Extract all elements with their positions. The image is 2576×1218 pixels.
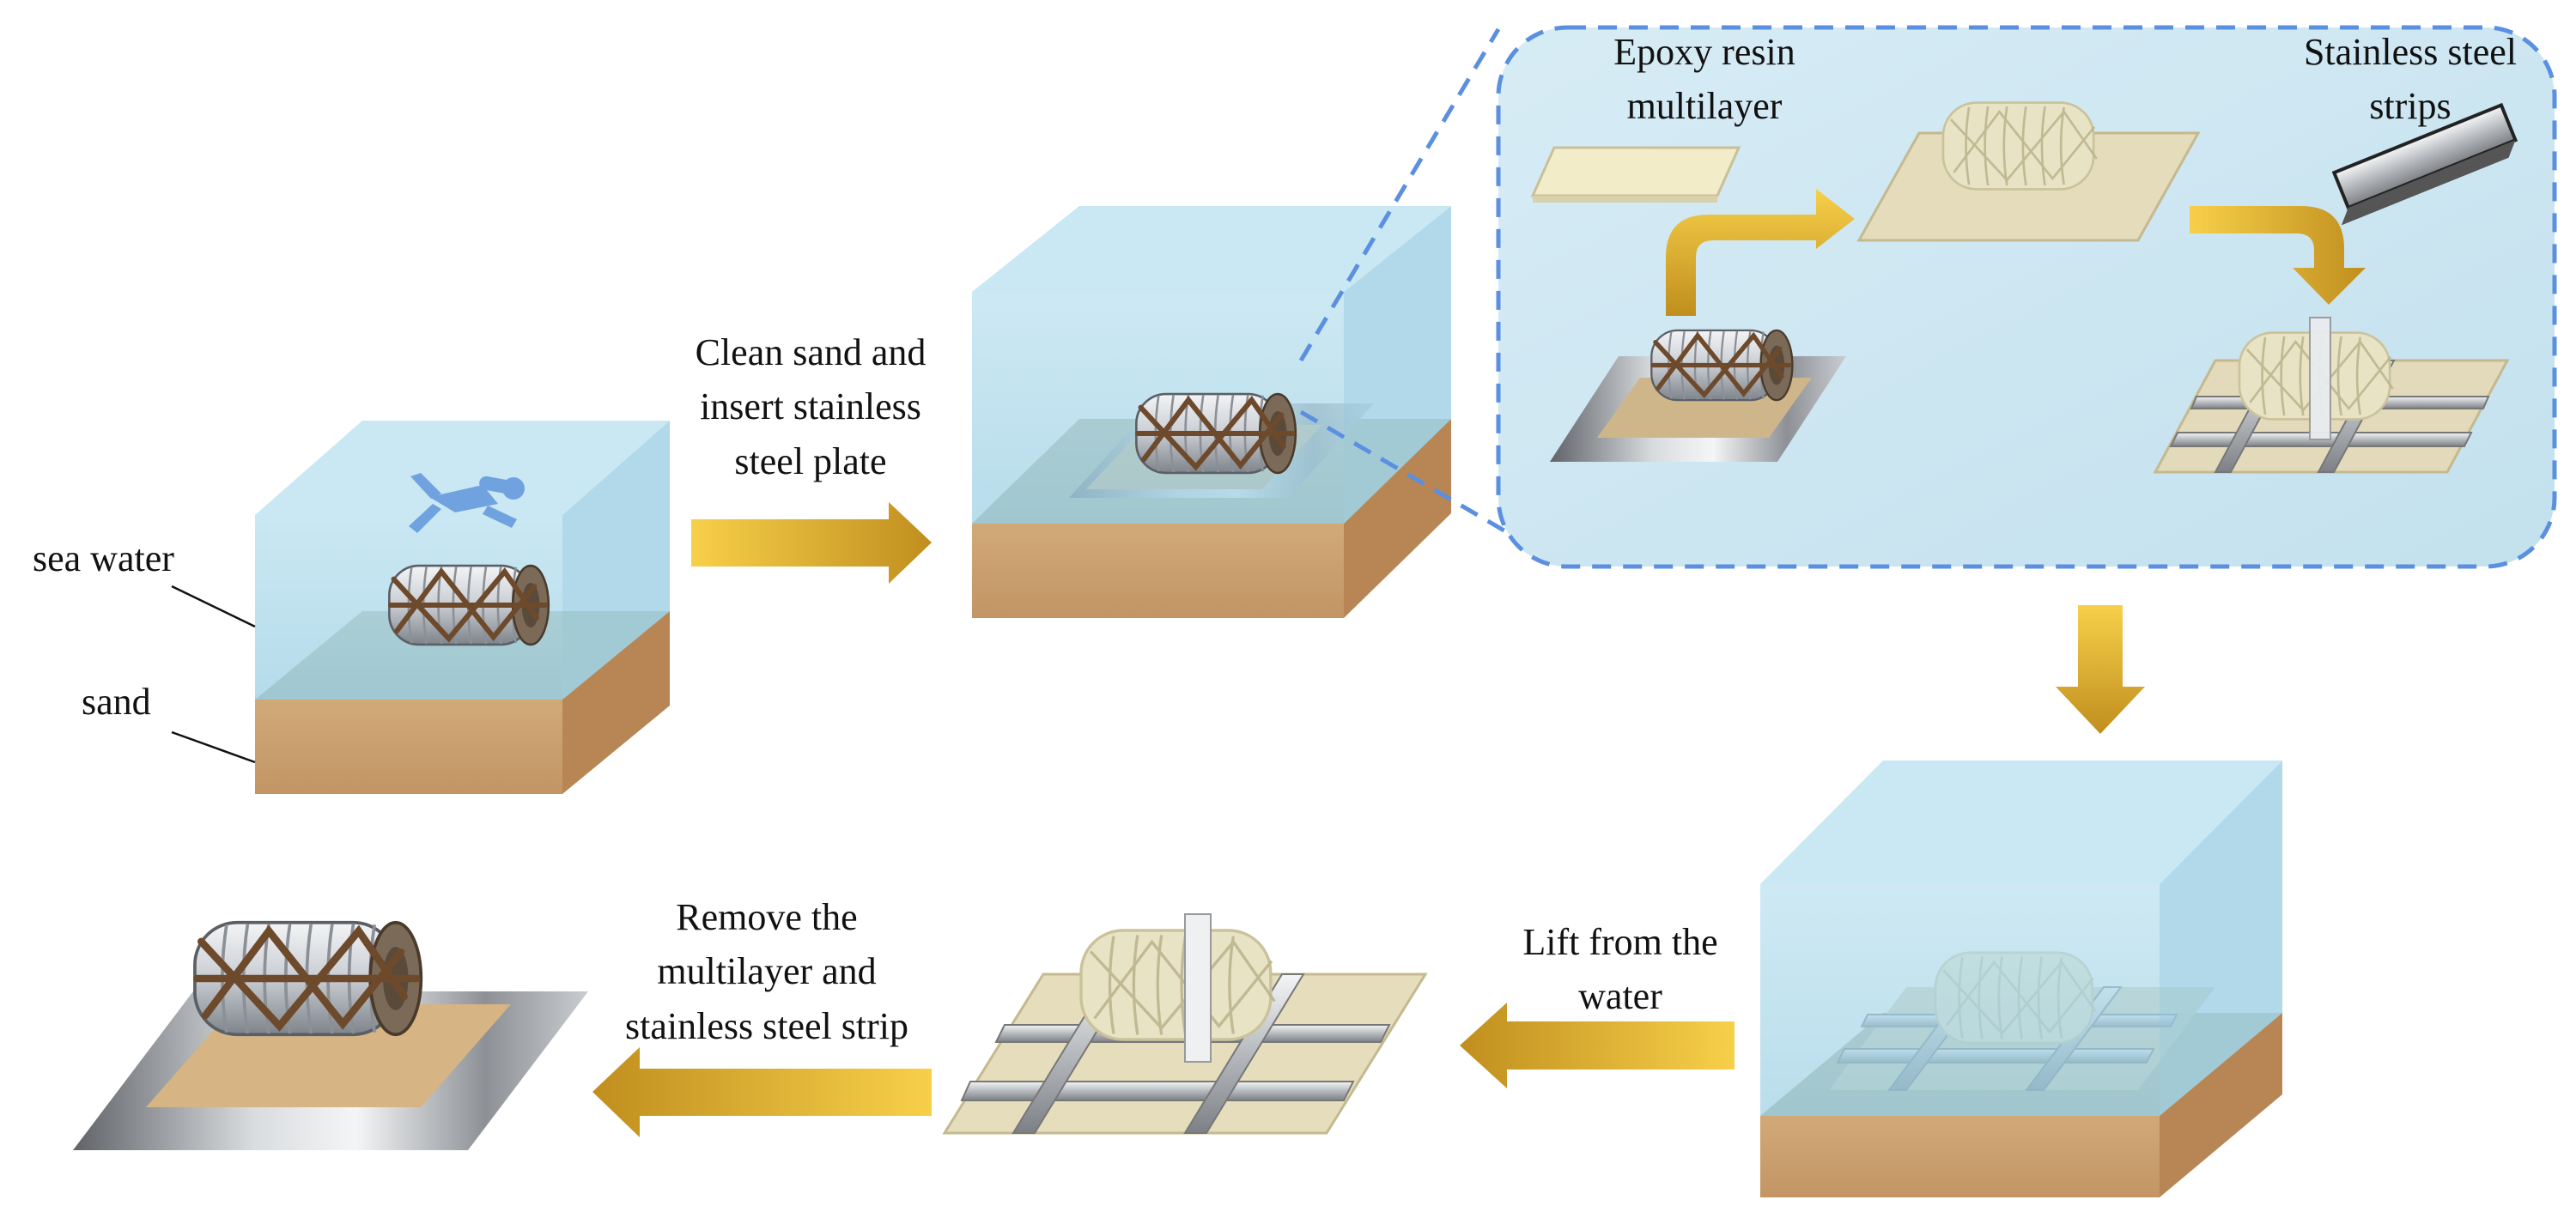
steel-strip-icon: [2331, 102, 2518, 226]
epoxy-bundle-icon: [1079, 929, 1277, 1041]
cable-bundle-icon: [389, 566, 548, 645]
svg-text:insert stainless: insert stainless: [700, 385, 921, 427]
arrow-remove: [592, 1047, 932, 1137]
zoom-line-top: [1298, 27, 1501, 362]
label-sand: sand: [82, 681, 151, 723]
svg-text:steel plate: steel plate: [734, 440, 886, 482]
svg-text:Stainless steel: Stainless steel: [2304, 31, 2517, 73]
block-plate-inserted: [972, 206, 1451, 618]
label-epoxy: Epoxy resin multilayer: [1613, 31, 1795, 127]
label-sea-water: sea water: [33, 537, 174, 579]
arrow-zoom-1: [1666, 189, 1855, 316]
arrow-down: [2056, 605, 2145, 734]
arrow-zoom-2: [2190, 206, 2366, 305]
zoom-panel: [1496, 25, 2557, 569]
final-result: [73, 923, 588, 1150]
cable-bundle-icon: [195, 923, 421, 1034]
epoxy-sheet-icon: [1530, 146, 1741, 197]
label-strips: Stainless steel strips: [2304, 31, 2517, 127]
cable-bundle-icon: [1651, 330, 1792, 400]
svg-text:multilayer and: multilayer and: [657, 950, 876, 992]
svg-text:multilayer: multilayer: [1627, 85, 1783, 127]
label-lift: Lift from the water: [1522, 921, 1717, 1017]
cable-bundle-icon: [1136, 394, 1295, 473]
epoxy-bundle-icon: [1941, 101, 2099, 191]
svg-text:strips: strips: [2369, 85, 2451, 127]
svg-text:water: water: [1578, 975, 1662, 1017]
svg-text:Clean sand and: Clean sand and: [696, 331, 927, 373]
block-strips-underwater: [1760, 760, 2282, 1197]
sea-water-leader: [171, 585, 256, 628]
lifted-assembly: [942, 913, 1428, 1135]
svg-text:Remove the: Remove the: [676, 896, 857, 938]
svg-text:Lift from the: Lift from the: [1522, 921, 1717, 963]
arrow-lift: [1460, 1003, 1735, 1088]
svg-text:Epoxy resin: Epoxy resin: [1613, 31, 1795, 73]
svg-text:stainless steel strip: stainless steel strip: [625, 1005, 908, 1047]
label-step1: Clean sand and insert stainless steel pl…: [696, 331, 927, 482]
sand-leader: [171, 730, 256, 764]
label-remove: Remove the multilayer and stainless stee…: [625, 896, 908, 1047]
block-initial: [171, 421, 670, 794]
arrow-step-1: [691, 502, 932, 584]
zoom-line-bottom: [1299, 409, 1509, 535]
